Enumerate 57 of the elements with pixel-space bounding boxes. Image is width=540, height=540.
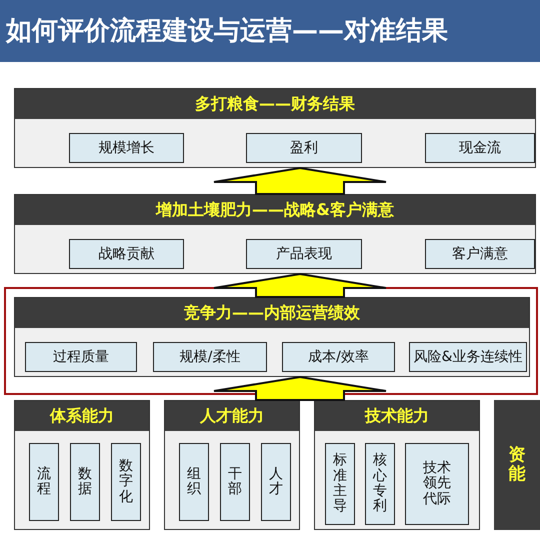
metric-box <box>153 342 267 372</box>
metric-label: 规模增长 <box>98 139 154 157</box>
metric-label: 现金流 <box>459 139 501 157</box>
block-arrow <box>213 166 387 195</box>
tier-heading: 竞争力——内部运营绩效 <box>15 298 529 328</box>
metric-box <box>70 443 100 521</box>
metric-label: 核心专利 <box>373 453 387 515</box>
metric-label: 数字化 <box>119 458 133 506</box>
metric-box <box>425 133 535 163</box>
metric-box <box>405 443 469 525</box>
metric-box <box>111 443 141 521</box>
tier-panel <box>164 400 300 530</box>
metric-label: 过程质量 <box>53 348 109 366</box>
tier-heading: 多打粮食——财务结果 <box>15 89 535 119</box>
highlight-frame <box>4 287 538 395</box>
metric-box <box>365 443 395 525</box>
tier-panel <box>14 194 536 274</box>
metric-box <box>25 342 137 372</box>
metric-label: 标准主导 <box>333 453 347 515</box>
metric-box <box>425 239 535 269</box>
tier-panel <box>14 88 536 168</box>
metric-box <box>246 239 362 269</box>
metric-label: 干部 <box>228 466 242 498</box>
metric-box <box>246 133 362 163</box>
metric-label: 组织 <box>187 466 201 498</box>
tier-heading: 体系能力 <box>15 401 149 431</box>
tier-panel <box>14 297 530 377</box>
capability-panel <box>494 400 540 530</box>
metric-label: 流程 <box>37 466 51 498</box>
metric-label: 规模/柔性 <box>180 348 240 366</box>
tier-heading: 增加土壤肥力——战略&客户满意 <box>15 195 535 225</box>
metric-label: 客户满意 <box>452 245 508 263</box>
tier-panel <box>314 400 480 530</box>
metric-label: 盈利 <box>290 139 318 157</box>
block-arrow <box>213 272 387 298</box>
metric-label: 成本/效率 <box>308 348 369 366</box>
tier-heading: 技术能力 <box>315 401 479 431</box>
metric-box <box>29 443 59 521</box>
tier-panel <box>14 400 150 530</box>
panel-heading: 资能 <box>508 446 526 484</box>
block-arrow <box>213 376 387 401</box>
metric-label: 技术领先代际 <box>423 460 451 508</box>
metric-label: 产品表现 <box>276 245 332 263</box>
metric-box <box>179 443 209 521</box>
metric-box <box>325 443 355 525</box>
metric-box <box>409 342 527 372</box>
tier-heading: 人才能力 <box>165 401 299 431</box>
metric-box <box>69 133 184 163</box>
metric-label: 人才 <box>269 466 283 498</box>
metric-box <box>261 443 291 521</box>
metric-box <box>69 239 184 269</box>
title-banner: 如何评价流程建设与运营——对准结果 <box>0 0 540 62</box>
metric-label: 数据 <box>78 466 92 498</box>
metric-box <box>282 342 395 372</box>
metric-label: 风险&业务连续性 <box>414 348 522 366</box>
metric-label: 战略贡献 <box>98 245 154 263</box>
metric-box <box>220 443 250 521</box>
